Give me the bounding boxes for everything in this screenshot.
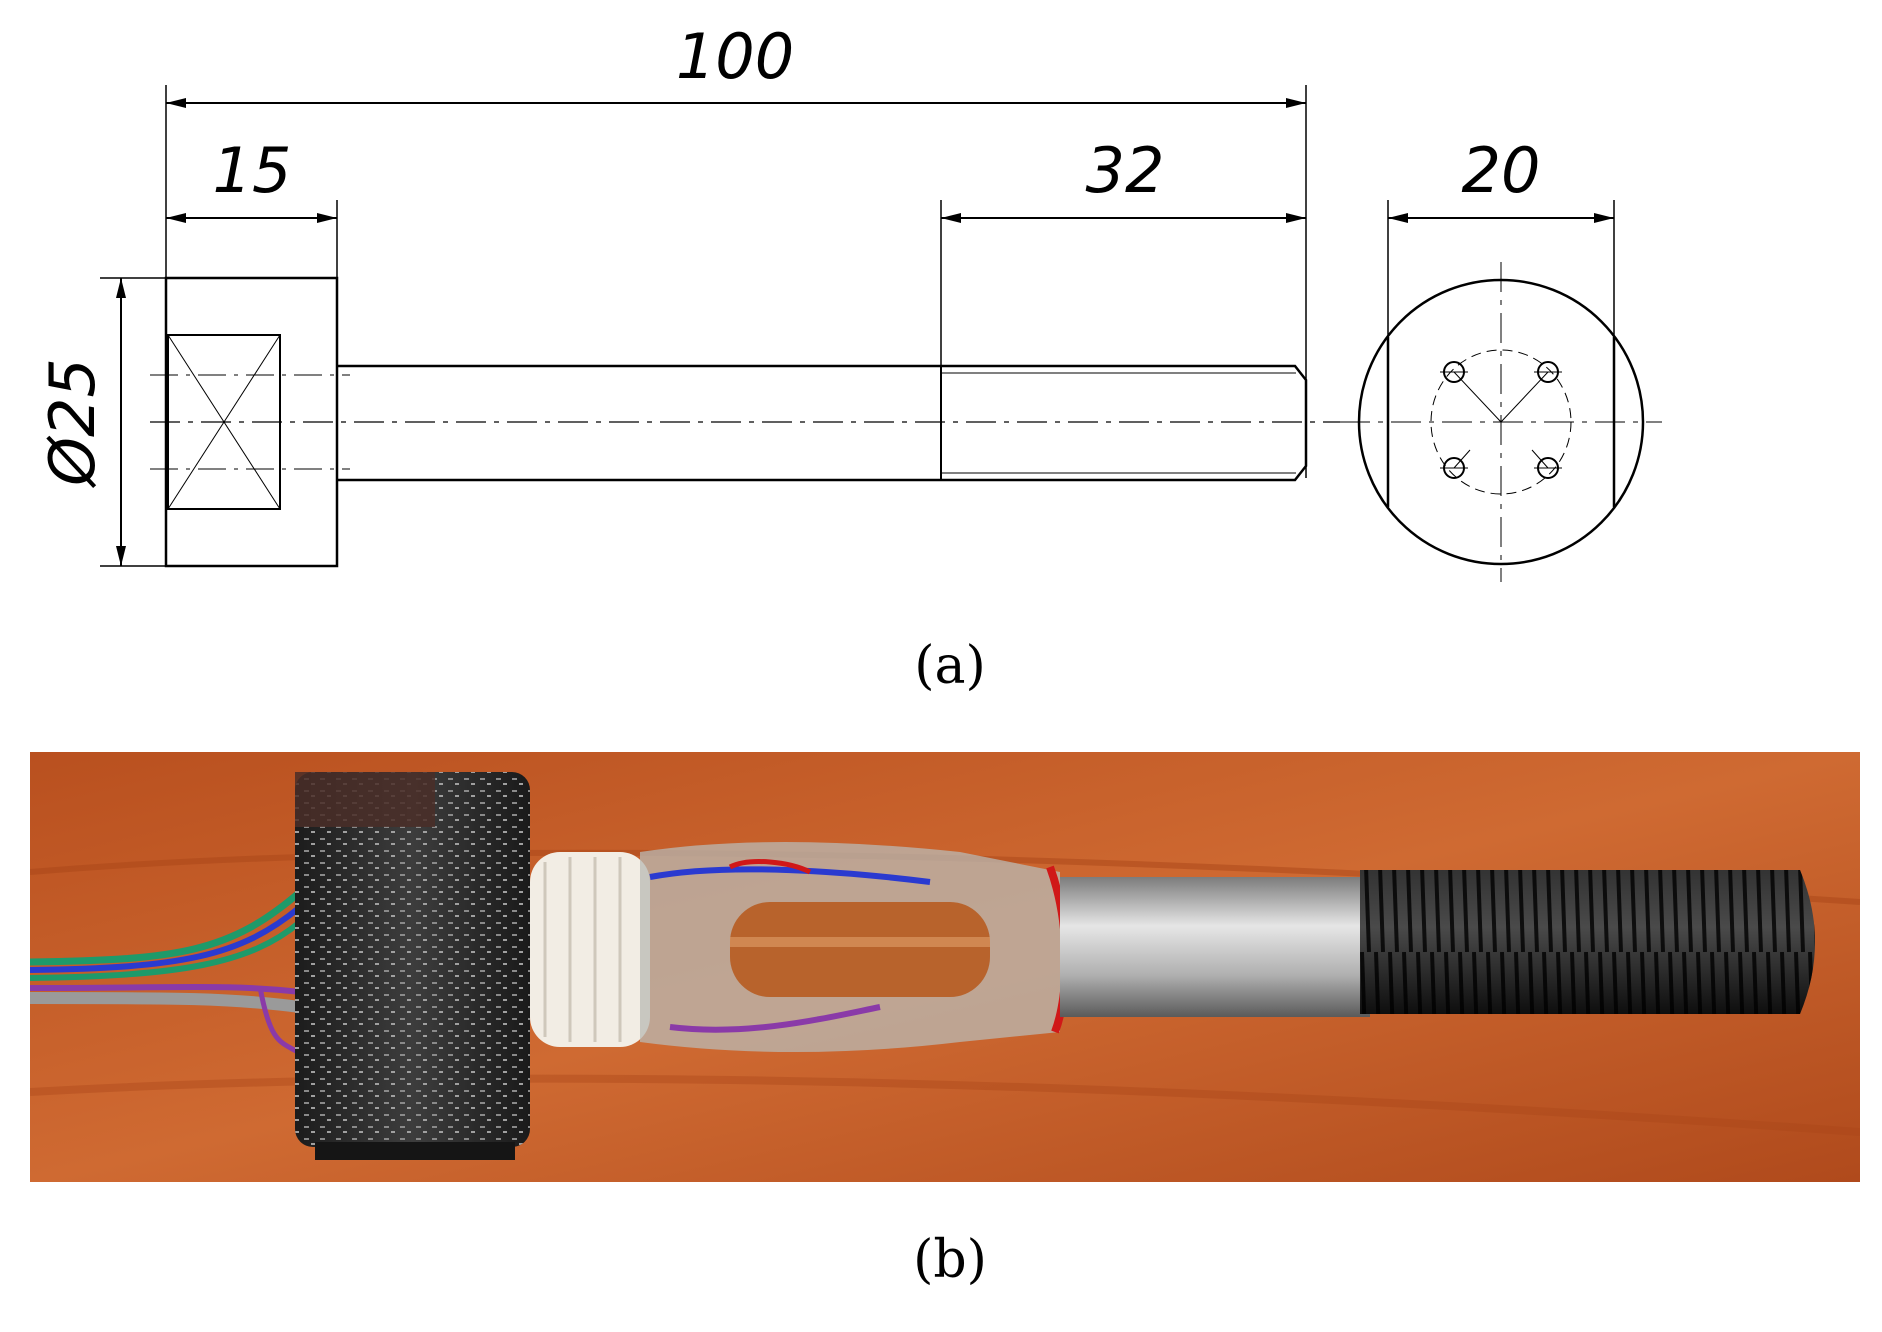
dimension-label-20: 20 [1462,134,1541,207]
bolt-end-view [1340,262,1662,582]
dimension-label-diameter-25: Ø25 [36,358,109,489]
dimension-head-diameter: Ø25 [36,277,166,567]
dimension-label-15: 15 [213,134,292,207]
dimension-thread-length: 32 [940,134,1306,366]
caption-b: (b) [913,1230,987,1290]
dimension-overall-length: 100 [165,20,1307,478]
bolt-side-view [150,276,1340,568]
technical-drawing: 100 15 32 Ø25 20 [36,20,1662,582]
dimension-label-32: 32 [1086,134,1165,207]
dimension-head-length: 15 [166,134,338,278]
dimension-end-view-width: 20 [1387,134,1615,352]
caption-a: (a) [914,636,986,696]
dimension-label-100: 100 [676,20,794,93]
sensor-photo-illustration [30,752,1860,1182]
sensor-photo [30,752,1860,1182]
